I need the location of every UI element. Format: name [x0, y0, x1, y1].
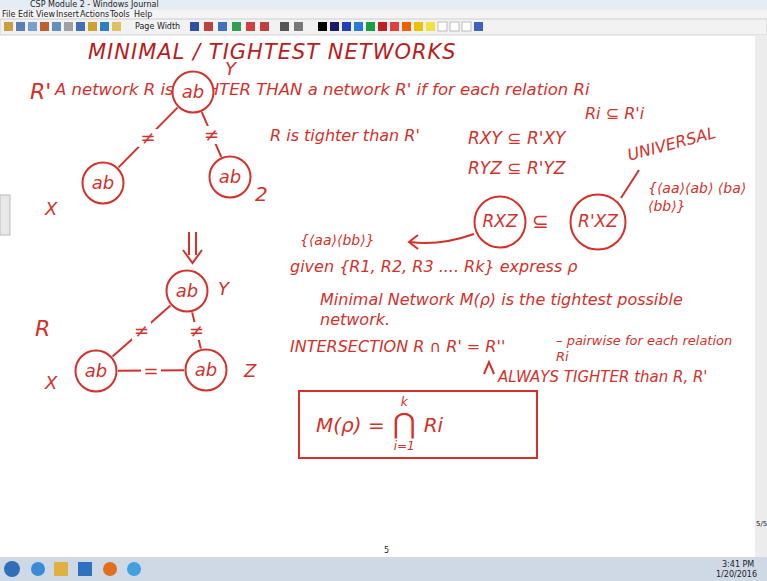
circle-text: ab	[219, 167, 241, 188]
menu-item: Actions	[80, 10, 109, 20]
formula-text: i=1	[394, 440, 415, 453]
circle-text: RXZ	[482, 212, 517, 232]
variable-name: Z	[244, 360, 256, 383]
title-bar	[0, 0, 767, 10]
constraint-label: ≠	[132, 322, 151, 340]
page-counter: 5/5	[756, 520, 767, 529]
page-number: 5	[384, 546, 389, 556]
menu-item: Edit	[18, 10, 34, 20]
variable-circle: ab	[208, 155, 252, 199]
taskbar-icons	[4, 561, 141, 577]
problem-note: given {R1, R2, R3 .... Rk} express ρ	[290, 257, 578, 277]
circle-text: ab	[195, 360, 217, 381]
constraint-label: ≠	[202, 126, 221, 144]
operator-stack: k⋂i=1	[393, 396, 416, 453]
circle-shape	[167, 271, 208, 312]
menu-item: File	[2, 10, 15, 20]
variable-circle: ab	[165, 269, 209, 313]
toolbar-icons	[4, 22, 303, 31]
leader-line	[621, 170, 639, 198]
zoom-setting: Page Width	[135, 22, 180, 32]
subset-note: RYZ ⊆ R'YZ	[468, 158, 565, 179]
constraint-label: ≠	[138, 129, 157, 147]
circle-content: R'XZ	[569, 193, 627, 251]
circle-shape	[186, 350, 227, 391]
circle-text: R'XZ	[578, 212, 618, 232]
constraint-edge	[113, 306, 171, 357]
network-name: R	[35, 315, 50, 343]
circle-content: ab	[171, 70, 215, 114]
network-name: R'	[30, 78, 51, 106]
clock-time: 3:41 PM	[722, 560, 754, 570]
side-note: ALWAYS TIGHTER than R, R'	[498, 368, 708, 387]
circle-shape	[571, 195, 626, 250]
formula-box: M(ρ) = k⋂i=1 Ri	[298, 390, 538, 459]
variable-circle: ab	[184, 348, 228, 392]
toolbar	[0, 19, 767, 35]
double-arrow	[183, 232, 202, 263]
subset-note: Ri ⊆ R'i	[585, 104, 644, 124]
menu-item: Help	[134, 10, 152, 20]
menu-bar	[0, 10, 767, 19]
constraint-label: =	[141, 362, 160, 380]
menu-item: View	[36, 10, 55, 20]
circle-shape	[475, 197, 526, 248]
clock-date: 1/20/2016	[716, 570, 757, 580]
variable-circle: ab	[81, 161, 125, 205]
circle-content: ab	[208, 155, 252, 199]
scrollbar	[755, 35, 767, 557]
relation-set: {⟨aa⟩⟨bb⟩}	[300, 232, 375, 250]
variable-name: Y	[218, 278, 229, 301]
variable-name: X	[45, 372, 57, 395]
side-note: – pairwise for each relation Ri	[556, 333, 746, 366]
page-title: MINIMAL / TIGHTEST NETWORKS	[88, 40, 457, 64]
variable-name: X	[45, 198, 57, 221]
intersection-note: INTERSECTION R ∩ R' = R''	[290, 337, 505, 357]
formula-text: ⋂	[393, 409, 416, 440]
comparison-note: R is tighter than R'	[270, 126, 420, 146]
circle-content: ab	[74, 349, 118, 393]
circle-content: ab	[165, 269, 209, 313]
menu-item: Tools	[110, 10, 130, 20]
colour-palette	[318, 22, 483, 31]
formula-text: M(ρ) =	[316, 414, 385, 436]
subset-symbol: ⊆	[532, 209, 549, 234]
constraint-label: ≠	[187, 322, 206, 340]
circle-text: ab	[85, 361, 107, 382]
constraint-edge	[202, 112, 221, 157]
constraint-edge	[118, 108, 177, 168]
formula-text: k	[401, 396, 408, 409]
variable-circle: ab	[171, 70, 215, 114]
circle-content: ab	[184, 348, 228, 392]
variable-circle: RXZ	[473, 195, 527, 249]
circle-shape	[83, 163, 124, 204]
circle-shape	[76, 351, 117, 392]
subset-note: RXY ⊆ R'XY	[468, 128, 565, 149]
circle-content: RXZ	[473, 195, 527, 249]
variable-name: Y	[225, 58, 236, 81]
caret-mark	[484, 362, 494, 374]
leader-arrow	[409, 234, 474, 249]
variable-circle: ab	[74, 349, 118, 393]
side-tab	[0, 195, 10, 235]
taskbar	[0, 557, 767, 581]
variable-name: 2	[255, 182, 268, 207]
definition-note: Minimal Network M(ρ) is the tightest pos…	[320, 290, 740, 330]
circle-text: ab	[176, 281, 198, 302]
variable-circle: R'XZ	[569, 193, 627, 251]
definition-note: A network R is TIGHTER THAN a network R'…	[55, 80, 590, 101]
callout-note: UNIVERSAL	[625, 123, 718, 166]
circle-shape	[173, 72, 214, 113]
menu-item: Insert	[56, 10, 79, 20]
relation-set: {⟨aa⟩⟨ab⟩ ⟨ba⟩⟨bb⟩}	[648, 180, 748, 215]
circle-text: ab	[182, 82, 204, 103]
window-title: CSP Module 2 - Windows Journal	[30, 0, 159, 10]
circle-content: ab	[81, 161, 125, 205]
formula-text: Ri	[424, 414, 443, 436]
circle-shape	[210, 157, 251, 198]
circle-text: ab	[92, 173, 114, 194]
